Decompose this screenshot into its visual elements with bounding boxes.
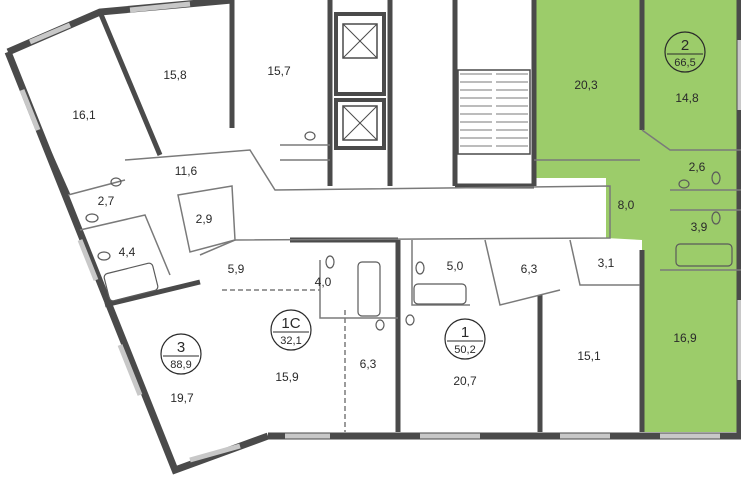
room-area-label: 20,3 [574, 78, 598, 92]
toilet [415, 261, 425, 275]
window [129, 1, 191, 13]
windows [19, 1, 741, 463]
room-area-label: 3,9 [691, 220, 708, 234]
apartment-number: 1 [461, 324, 469, 341]
room-area-label: 16,9 [673, 331, 697, 345]
apartment-area: 50,2 [454, 344, 475, 356]
window [29, 22, 71, 45]
partitions [67, 129, 741, 432]
building-core [334, 12, 531, 155]
room-area-label: 15,7 [267, 64, 291, 78]
bathtub [675, 243, 733, 267]
toilet [325, 255, 335, 269]
sink [304, 131, 316, 141]
apartment-2-badge[interactable]: 2 66,5 [664, 31, 706, 73]
elevator-cross [342, 105, 378, 141]
room-area-label: 6,3 [360, 357, 377, 371]
sink [405, 314, 415, 326]
stairwell [457, 69, 531, 155]
room-area-label: 14,8 [675, 91, 699, 105]
room-labels: 16,1 15,8 15,7 20,3 14,8 11,6 2,7 2,9 4,… [72, 64, 707, 405]
elevator-cross [342, 23, 378, 59]
room-area-label: 2,9 [196, 212, 213, 226]
sink [375, 319, 385, 331]
apartment-number: 2 [681, 37, 689, 54]
room-area-label: 6,3 [521, 262, 538, 276]
room-area-label: 2,6 [689, 160, 706, 174]
room-area-label: 5,0 [447, 259, 464, 273]
badge-circle [270, 309, 312, 351]
room-area-label: 20,7 [453, 374, 477, 388]
apartment-1c-badge[interactable]: 1С 32,1 [270, 309, 312, 351]
room-area-label: 11,6 [175, 164, 198, 178]
west-wing-outer-wall [6, 0, 233, 56]
toilet [85, 213, 99, 223]
apartment-number: 1С [281, 315, 300, 332]
elevator-shaft [334, 12, 386, 96]
room-area-label: 3,1 [598, 256, 615, 270]
room-area-label: 5,9 [228, 262, 245, 276]
wall [97, 11, 163, 156]
room-area-label: 19,7 [170, 391, 194, 405]
window [189, 443, 241, 463]
apartment-3-badge[interactable]: 3 88,9 [160, 333, 202, 375]
room-area-label: 4,4 [119, 245, 136, 259]
room-area-label: 15,9 [275, 370, 299, 384]
badge-circle [160, 333, 202, 375]
room-area-label: 8,0 [618, 198, 635, 212]
sink [678, 179, 690, 189]
room-area-label: 15,8 [163, 68, 187, 82]
room-area-label: 4,0 [315, 275, 332, 289]
room-area-label: 15,1 [577, 349, 601, 363]
toilet [711, 211, 721, 225]
room-area-label: 16,1 [72, 108, 96, 122]
apartment-2-highlight[interactable] [534, 0, 741, 432]
wall [37, 130, 71, 197]
bathtub [103, 262, 159, 302]
fixtures [85, 131, 733, 331]
toilet [711, 171, 721, 185]
bathtub [357, 261, 381, 317]
west-slanted-wall [4, 50, 270, 475]
elevator-car [342, 105, 378, 141]
apartment-area: 32,1 [280, 335, 301, 347]
stair-treads [460, 73, 528, 147]
bathtub [413, 283, 467, 305]
sink [110, 177, 122, 187]
room-area-label: 2,7 [98, 194, 115, 208]
elevator-car [342, 23, 378, 59]
apartment-area: 88,9 [170, 359, 191, 371]
apartment-1-badge[interactable]: 1 50,2 [444, 318, 486, 360]
window [117, 344, 143, 396]
apartment-area: 66,5 [674, 57, 695, 69]
badge-circle [444, 318, 486, 360]
window [77, 239, 99, 281]
badge-circle [664, 31, 706, 73]
window [19, 89, 41, 131]
wall [104, 279, 201, 308]
interior-walls [37, 0, 645, 432]
apartment-badges: 3 88,9 1С 32,1 1 50,2 2 66,5 [160, 31, 706, 375]
apartment-2-fill [534, 0, 741, 432]
toilet [97, 251, 111, 261]
apartment-number: 3 [177, 339, 185, 356]
elevator-shaft [334, 98, 386, 150]
